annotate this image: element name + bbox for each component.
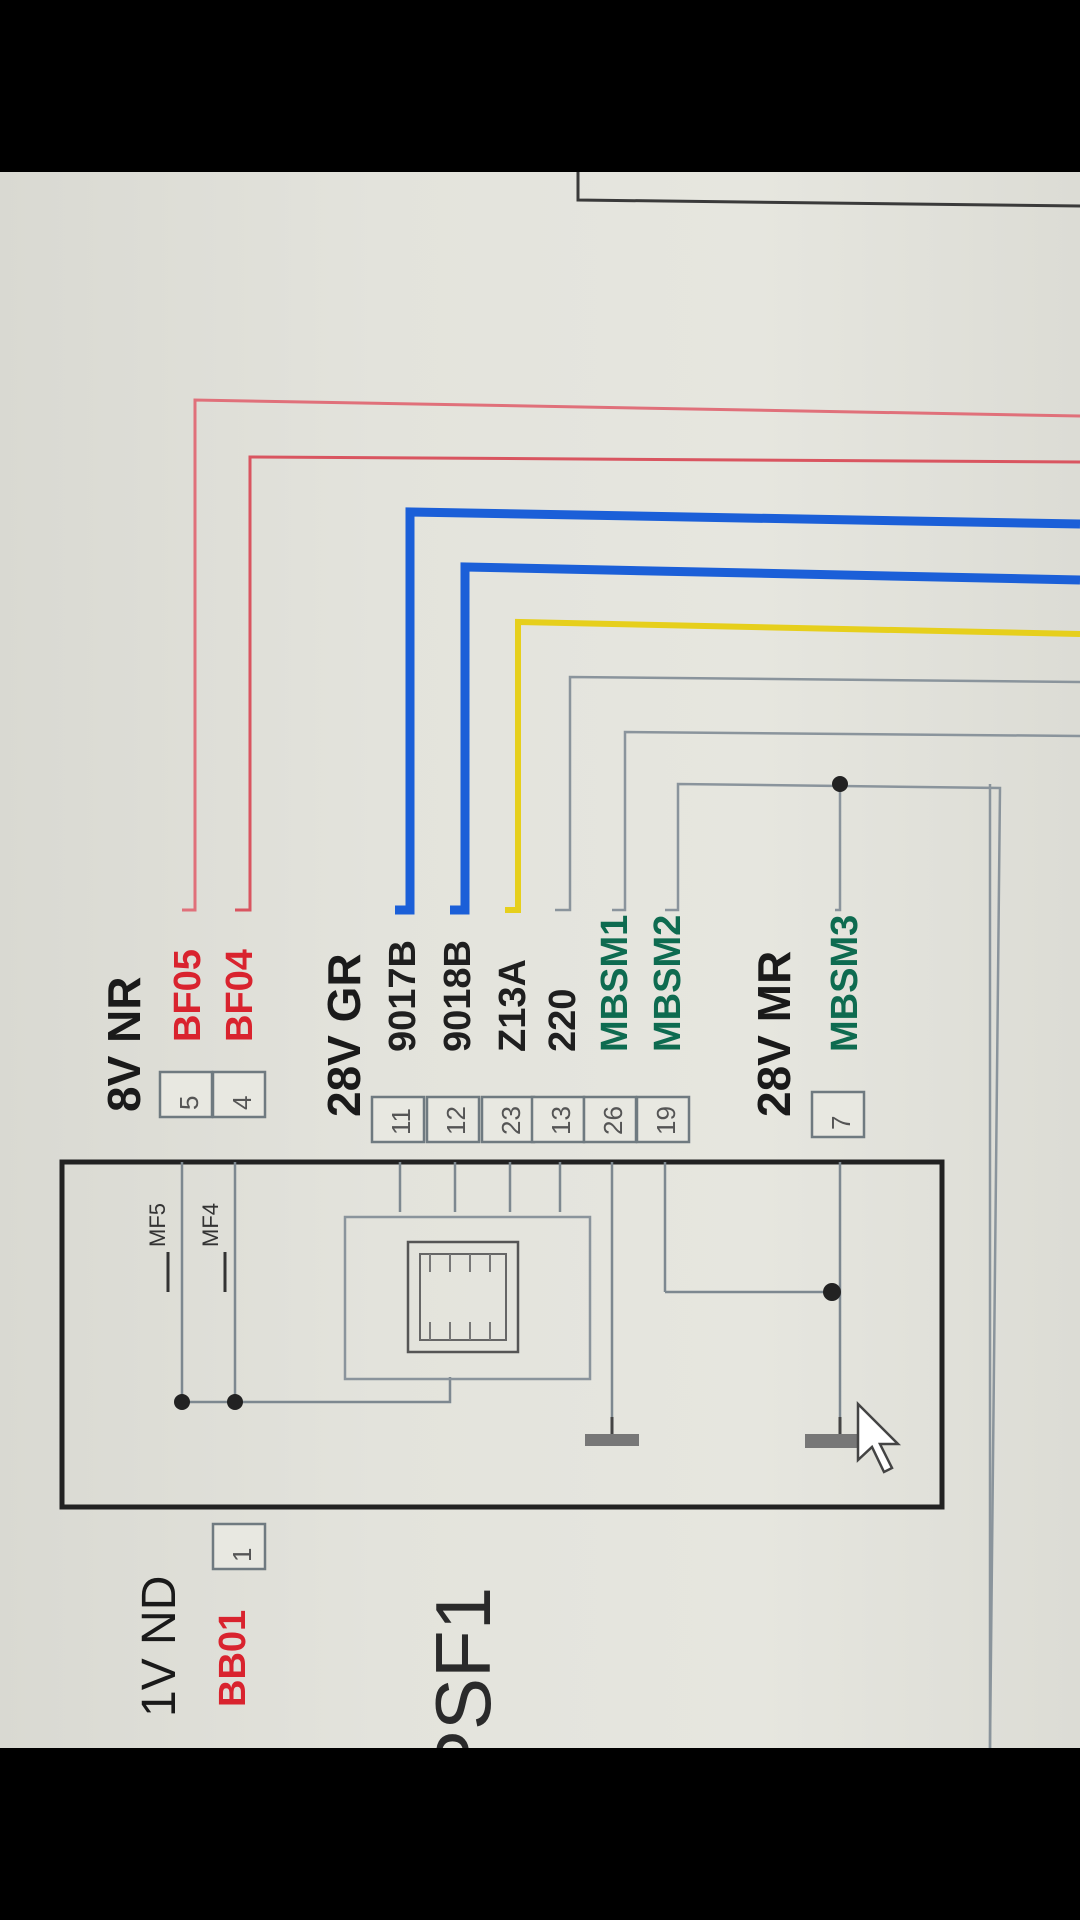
internal-node-1	[174, 1394, 190, 1410]
internal-node-2	[227, 1394, 243, 1410]
pin-box-7	[810, 1090, 866, 1139]
wire-label-220: 220	[542, 989, 584, 1052]
wire-label-9017b: 9017B	[382, 940, 424, 1052]
ic-outer	[406, 1240, 520, 1354]
fuse-label-mf5: MF5	[145, 1203, 170, 1247]
junction-dot	[832, 776, 848, 792]
ground-symbol-2	[805, 1417, 863, 1448]
pin-number-19: 19	[651, 1106, 681, 1135]
ic-pins	[429, 1254, 491, 1340]
pin-number-11: 11	[386, 1108, 416, 1135]
pin-box-26	[582, 1095, 638, 1144]
wire-mbsm2	[665, 782, 1002, 1748]
pin-number-26: 26	[598, 1106, 628, 1135]
psf1-module-box	[59, 1159, 945, 1510]
wire-label-mbsm3: MBSM3	[824, 915, 866, 1052]
wire-label-bf04: BF04	[219, 949, 261, 1042]
wire-9018b	[450, 562, 1080, 915]
pin-number-1: 1	[227, 1548, 257, 1562]
pin-box-13	[530, 1095, 586, 1144]
wire-bf04	[235, 455, 1080, 912]
wire-label-z13a: Z13A	[492, 959, 534, 1052]
wire-label-mbsm1: MBSM1	[594, 915, 636, 1052]
pin-number-23: 23	[496, 1106, 526, 1135]
pin-box-4	[211, 1070, 267, 1119]
wire-9017b	[395, 507, 1080, 915]
wire-label-bf05: BF05	[167, 949, 209, 1042]
connector-label-8v-nr: 8V NR	[98, 977, 150, 1112]
wire-z13a	[505, 618, 1080, 913]
fuse-label-mf4: MF4	[198, 1203, 223, 1247]
ground-symbol-1	[585, 1417, 639, 1446]
connector-label-28v-gr: 28V GR	[318, 953, 370, 1117]
upper-box-edge	[576, 172, 1080, 208]
wire-mbsm1	[612, 730, 1080, 912]
wire-bf05	[182, 398, 1080, 912]
pin-box-11	[370, 1095, 426, 1144]
wire-label-9018b: 9018B	[437, 940, 479, 1052]
module-name-psf1: PSF1	[419, 1587, 507, 1748]
wire-mbsm3	[835, 784, 842, 912]
internal-node-3	[823, 1283, 841, 1301]
pin-box-23	[480, 1095, 536, 1144]
connector-label-28v-mr: 28V MR	[748, 951, 800, 1117]
schematic-photo: 8V NR 28V GR 28V MR 1V ND 5 BF05 4 BF04 11 9017B 1…	[0, 172, 1080, 1748]
pin-box-5	[158, 1070, 214, 1119]
pin-number-4: 4	[227, 1096, 257, 1110]
pin-box-1	[211, 1522, 267, 1571]
wire-label-bb01: BB01	[212, 1610, 254, 1707]
connector-label-1v-nd: 1V ND	[133, 1576, 186, 1717]
pin-number-13: 13	[546, 1106, 576, 1135]
ic-inner	[419, 1253, 507, 1341]
wire-label-mbsm2: MBSM2	[647, 915, 689, 1052]
pin-number-12: 12	[441, 1106, 471, 1135]
pin-box-19	[635, 1095, 691, 1144]
inner-block	[343, 1215, 592, 1381]
pin-number-5: 5	[174, 1096, 204, 1110]
wire-220	[555, 675, 1080, 912]
pin-number-7: 7	[826, 1116, 856, 1130]
pin-box-12	[425, 1095, 481, 1144]
cursor-icon	[856, 1400, 902, 1474]
